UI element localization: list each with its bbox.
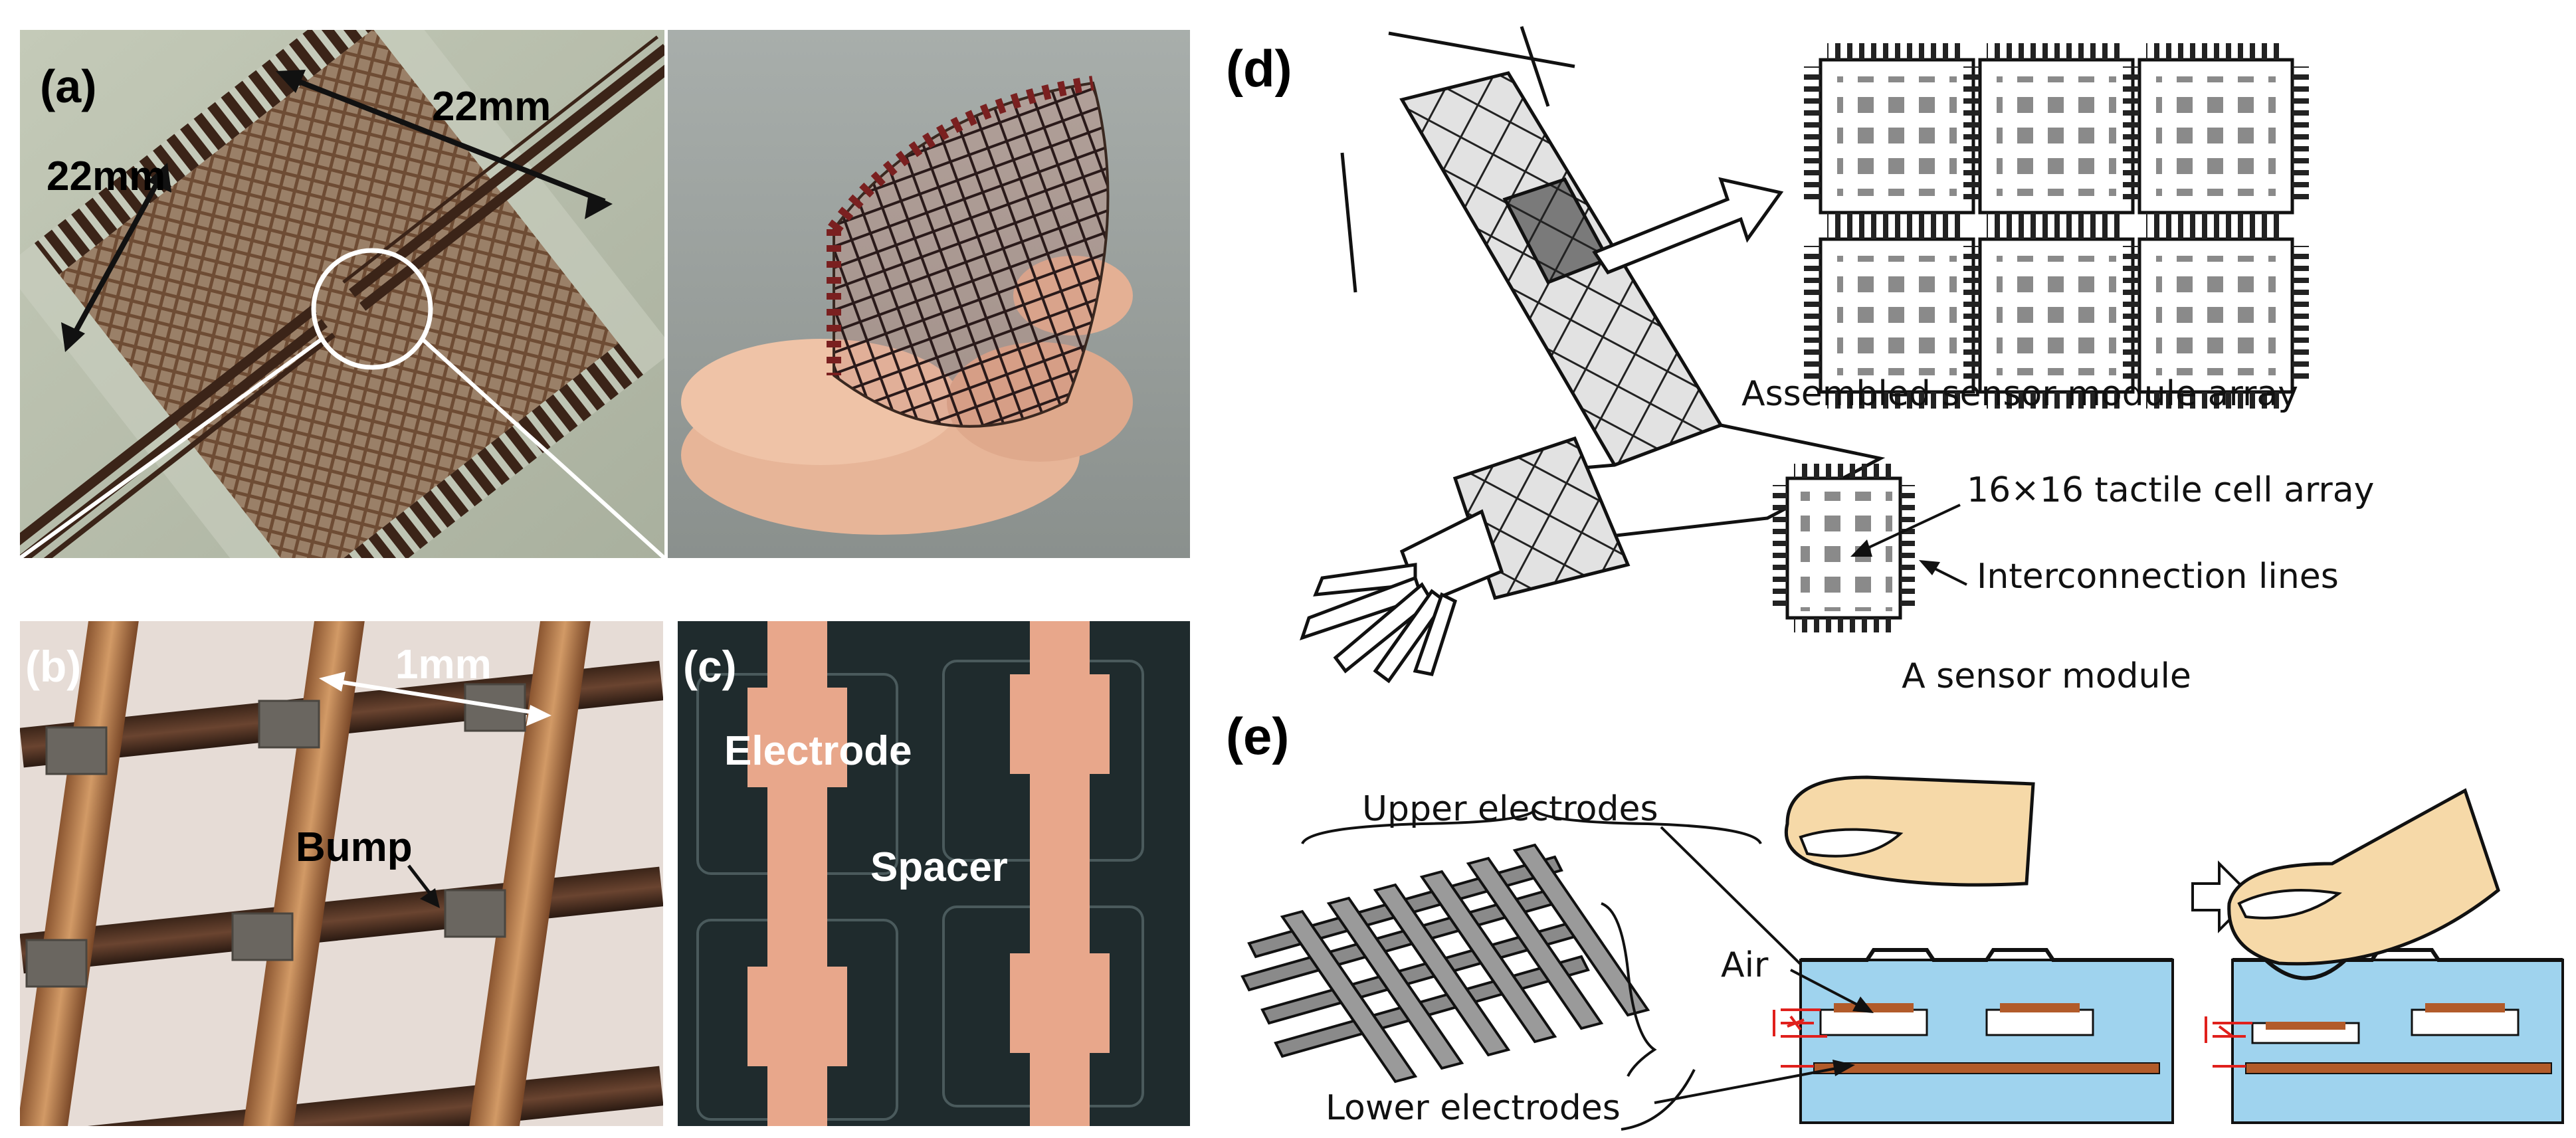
assembled-caption: Assembled sensor module array	[1741, 374, 2298, 414]
finger-unpressed	[1784, 775, 2035, 887]
arrow-to-array	[1592, 177, 1784, 275]
air-label: Air	[1721, 945, 1769, 985]
micrograph-illustration	[20, 621, 663, 1126]
panel-c-label: (c)	[683, 642, 737, 691]
photo-a-sensor-sheet: (a) 22mm 22mm	[20, 30, 664, 558]
photo-b-micrograph: (b) 1mm Bump	[20, 621, 663, 1126]
zoom-circle	[311, 248, 433, 370]
electrode-photo-illustration	[678, 621, 1190, 1126]
panel-a-label: (a)	[40, 60, 97, 112]
bump-label: Bump	[296, 824, 413, 870]
cell-array-label: 16×16 tactile cell array	[1967, 470, 2374, 510]
panel-e-label: (e)	[1226, 707, 1289, 765]
electrode-label: Electrode	[724, 728, 912, 774]
diagram-d-e: (d)	[1226, 26, 2564, 1131]
finger-pressed	[2227, 788, 2500, 966]
robot-arm-illustration	[1300, 26, 1886, 684]
panel-d-label: (d)	[1226, 39, 1292, 98]
photo-c-electrodes: (c) Electrode Spacer	[678, 621, 1190, 1126]
single-sensor-module	[1773, 464, 1915, 632]
scale-bar-label: 1mm	[395, 642, 492, 688]
lower-electrodes-label: Lower electrodes	[1326, 1088, 1621, 1128]
module-caption: A sensor module	[1902, 656, 2191, 696]
panel-b-label: (b)	[25, 642, 82, 691]
sensor-sheet-illustration	[20, 30, 664, 558]
spacer-label: Spacer	[870, 844, 1008, 890]
assembled-sensor-module-array	[1804, 43, 2309, 409]
photo-flexible-sensor-hand	[668, 30, 1190, 558]
sensor-cross-section-pressed	[2205, 948, 2564, 1124]
sensor-cross-section-unpressed	[1621, 948, 2174, 1131]
dimension-label-left: 22mm	[47, 153, 166, 199]
interconnect-label: Interconnection lines	[1977, 557, 2339, 597]
dimension-label-top: 22mm	[432, 84, 551, 130]
hand-holding-sensor-illustration	[668, 30, 1190, 558]
upper-electrodes-label: Upper electrodes	[1362, 789, 1658, 829]
electrode-mesh-illustration	[1240, 808, 1762, 1084]
